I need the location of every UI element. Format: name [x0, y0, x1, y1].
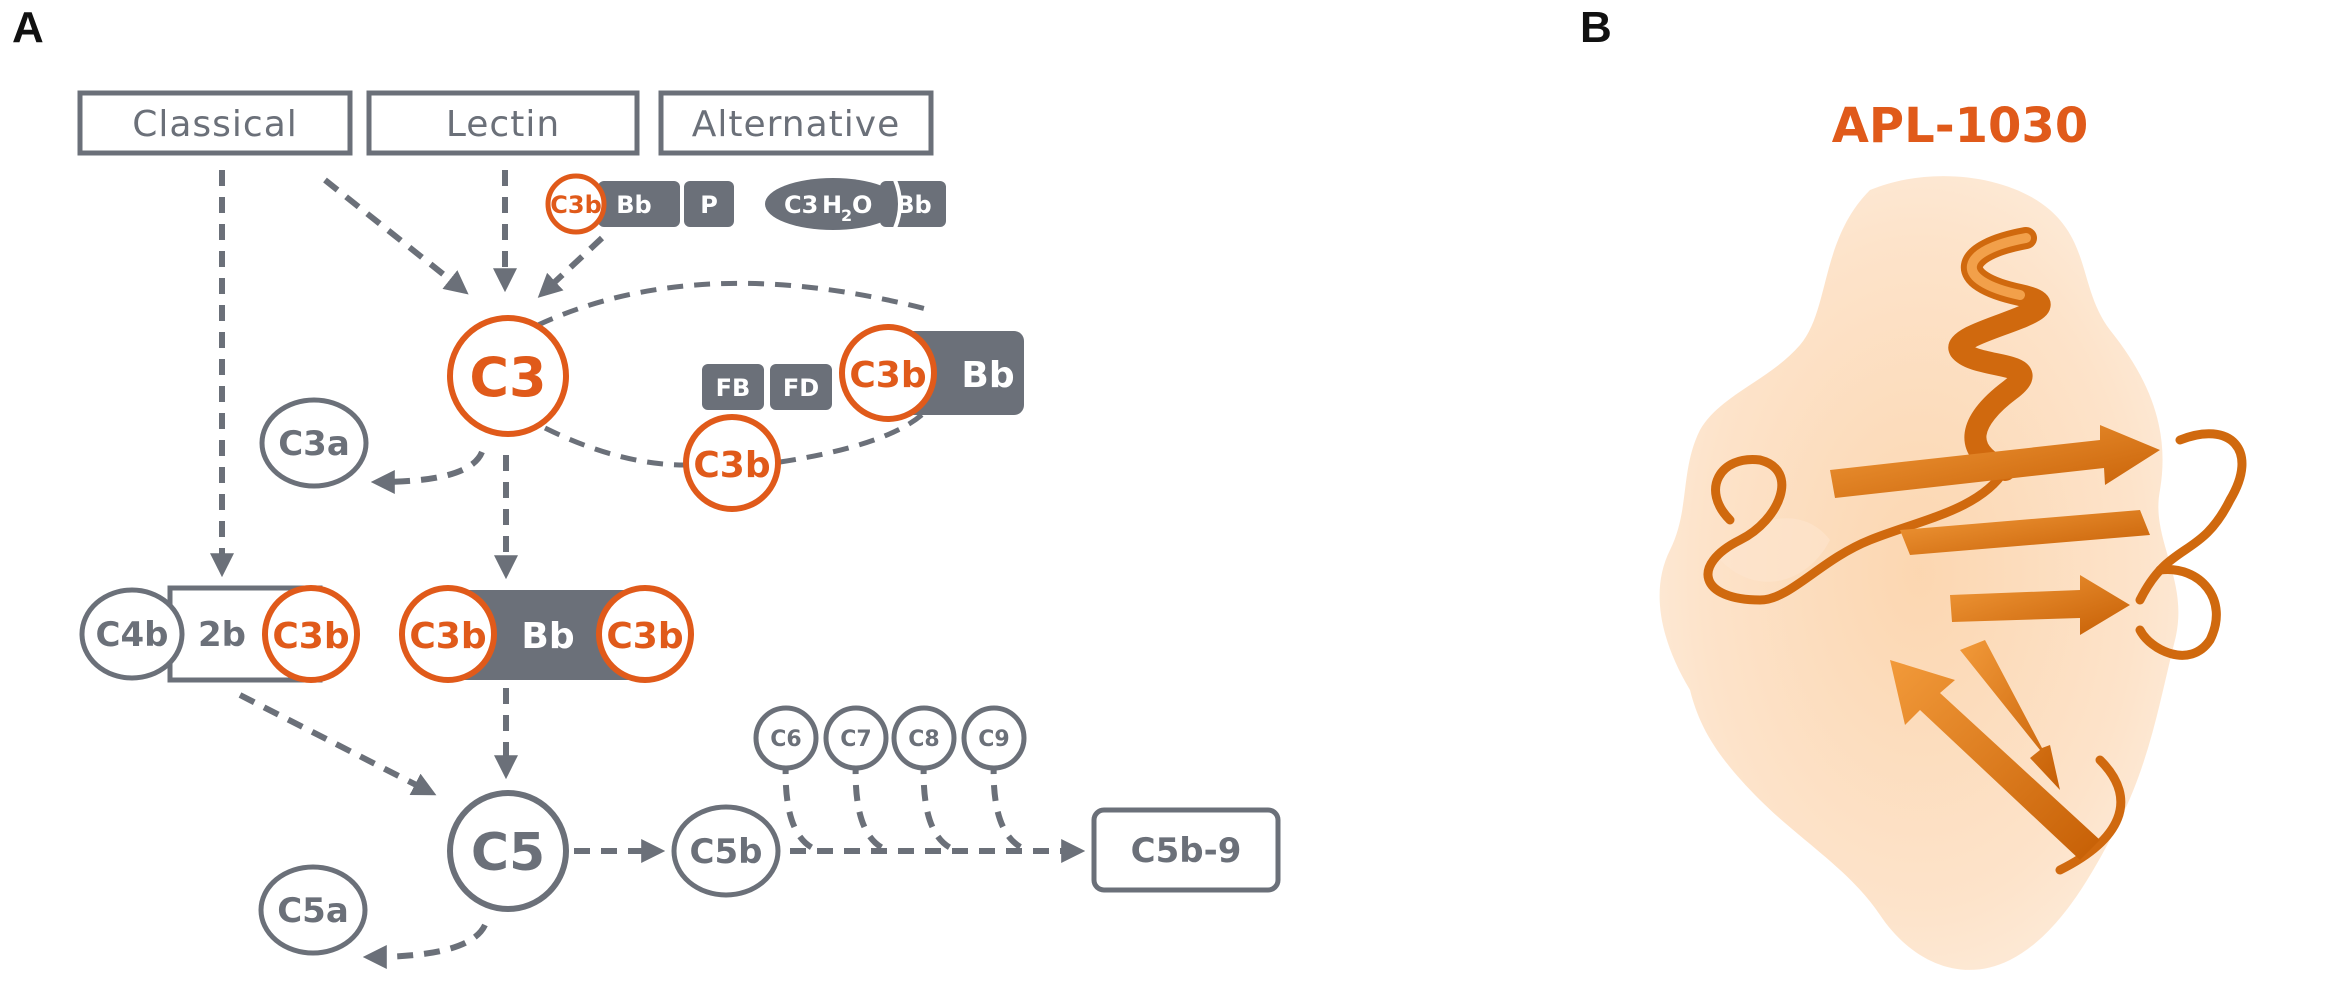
arrow-classical-convertase-to-c5 — [238, 692, 437, 796]
alternative-c5-convertase: C3b Bb C3b — [399, 585, 694, 683]
alt-c3b-left-label: C3b — [409, 616, 486, 657]
node-c6-label: C6 — [770, 727, 801, 752]
node-c5-label: C5 — [471, 823, 545, 883]
complex-h2o-subscript: 2 — [841, 206, 852, 225]
classical-2b-label: 2b — [198, 615, 246, 655]
loop-right — [2135, 429, 2247, 605]
loop-left — [1703, 455, 2010, 605]
complex-c3-label: C3 — [784, 191, 818, 219]
alt-c3b-right-label: C3b — [606, 616, 683, 657]
panel-b: B APL-1030 — [1580, 3, 2247, 970]
alt-bb-label: Bb — [521, 616, 574, 657]
loop-mid-right — [2135, 565, 2221, 660]
node-c5b-label: C5b — [690, 832, 763, 872]
beta-strands — [1830, 425, 2160, 860]
beta-strand-5 — [1960, 640, 2060, 790]
classical-c5-convertase: C4b 2b C3b — [79, 585, 360, 683]
arrow-c7-in — [852, 757, 892, 854]
node-c3a: C3a — [259, 397, 369, 489]
pathway-label-lectin: Lectin — [446, 104, 560, 145]
arrow-alt-to-c3 — [537, 235, 605, 298]
panel-b-title: APL-1030 — [1832, 98, 2088, 154]
loop-c3b-bottom-label: C3b — [693, 445, 770, 486]
beta-strand-2 — [1900, 510, 2150, 555]
arrow-c3-to-c3a — [370, 450, 485, 494]
node-c5: C5 — [447, 790, 569, 912]
node-c8-label: C8 — [908, 727, 939, 752]
node-c6: C6 — [753, 705, 819, 771]
loop-bb-label: Bb — [961, 355, 1014, 396]
arrow-c5-to-c5a — [362, 923, 488, 969]
panel-a-label: A — [12, 3, 44, 52]
pathway-box-alternative: Alternative — [658, 90, 934, 156]
complex-c3b-label: C3b — [550, 191, 602, 219]
node-c7: C7 — [823, 705, 889, 771]
arrow-c9-in — [990, 757, 1031, 854]
node-c3-label: C3 — [469, 346, 546, 409]
loop-bottom-left-curve — [543, 425, 686, 468]
node-mac: C5b-9 — [1091, 807, 1281, 893]
complex-c3b-bb-p: C3b Bb P — [545, 173, 734, 235]
node-c5a: C5a — [258, 864, 368, 956]
pathway-box-classical: Classical — [77, 90, 353, 156]
beta-strand-4 — [1890, 660, 2100, 860]
factor-fb: FB — [702, 364, 764, 410]
node-c9-label: C9 — [978, 727, 1009, 752]
loop-bottom-right-curve — [779, 410, 927, 465]
arrow-c8-in — [920, 757, 960, 854]
pathway-label-classical: Classical — [132, 104, 298, 145]
classical-c4b-label: C4b — [96, 615, 169, 655]
loop-c3b-top-label: C3b — [849, 355, 926, 396]
node-mac-label: C5b-9 — [1131, 831, 1242, 871]
factor-fd: FD — [770, 364, 832, 410]
arrow-classical-to-c3 — [323, 177, 469, 295]
loop-c3b-bottom: C3b — [683, 414, 781, 512]
node-c9: C9 — [961, 705, 1027, 771]
node-c8: C8 — [891, 705, 957, 771]
arrow-c6-in — [782, 757, 822, 854]
protein-cartoon — [1703, 227, 2247, 875]
classical-c3b-label: C3b — [272, 616, 349, 657]
beta-strand-3 — [1950, 575, 2130, 635]
node-c3a-label: C3a — [278, 424, 350, 464]
panel-b-label: B — [1580, 3, 1612, 52]
node-c3: C3 — [447, 315, 569, 437]
loop-c3b-bb: C3b Bb — [839, 324, 1024, 422]
beta-strand-1 — [1830, 425, 2160, 498]
panel-a: A Classical Lectin Alternative C3b Bb P — [12, 3, 1281, 969]
factor-fb-label: FB — [716, 374, 751, 402]
pathway-label-alternative: Alternative — [692, 104, 901, 145]
complex-c3-h2o-bb: C3 H 2 O Bb — [765, 178, 946, 230]
node-c7-label: C7 — [840, 727, 871, 752]
helix-highlight — [1967, 233, 2031, 300]
pathway-box-lectin: Lectin — [366, 90, 640, 156]
loop-bottom — [2055, 755, 2126, 875]
factor-fd-label: FD — [783, 374, 819, 402]
complex-bb-label: Bb — [616, 191, 651, 219]
loop-top-curve — [536, 280, 931, 328]
complex-h-label: H — [822, 191, 842, 219]
node-c5b: C5b — [671, 804, 781, 898]
complex-p-label: P — [700, 191, 718, 219]
complex-o-label: O — [852, 191, 872, 219]
complex-bb2-label: Bb — [896, 191, 931, 219]
node-c5a-label: C5a — [277, 891, 349, 931]
